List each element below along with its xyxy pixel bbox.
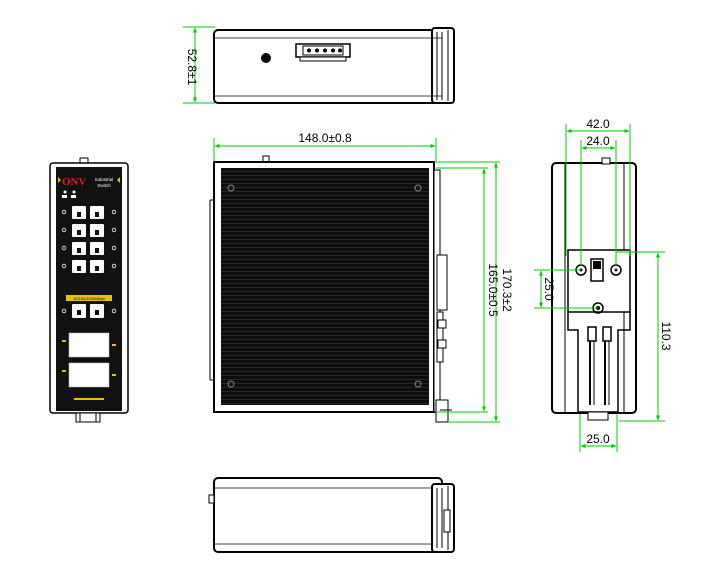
din-rail-clip	[567, 249, 631, 421]
panel-view: ONV Industrial Switch	[49, 157, 129, 423]
dim-side-bottom-width: 25.0	[586, 432, 610, 446]
rj45-ports	[72, 206, 104, 273]
side-view: 42.0 24.0 25.0 110.3 25.0	[534, 117, 673, 452]
power-terminal-connector	[295, 43, 351, 62]
dim-front-width: 148.0±0.8	[298, 131, 352, 145]
speed-label: 10/100/1000Mbps	[73, 296, 105, 301]
dim-side-hole-spacing: 25.0	[542, 277, 556, 301]
ground-screw-icon	[261, 53, 271, 63]
main-view: 148.0±0.8 170.3±2 165.0±0.5	[209, 131, 514, 423]
dim-front-total-height: 170.3±2	[500, 268, 514, 312]
sfp-slot-1	[68, 332, 110, 358]
dim-top-height: 52.8±1	[185, 49, 199, 86]
heat-sink-fins	[221, 168, 429, 405]
product-line-2: Switch	[97, 183, 111, 188]
product-line-1: Industrial	[95, 177, 113, 182]
dim-side-mount-height: 110.3	[659, 321, 673, 350]
dim-side-inner-width: 24.0	[586, 134, 610, 148]
sfp-slot-2	[68, 362, 110, 388]
dim-side-outer-width: 42.0	[586, 117, 610, 131]
dim-front-body-height: 165.0±0.5	[486, 263, 500, 317]
bottom-view	[208, 477, 455, 553]
top-view: 52.8±1	[183, 26, 455, 104]
brand-logo: ONV	[62, 176, 87, 188]
